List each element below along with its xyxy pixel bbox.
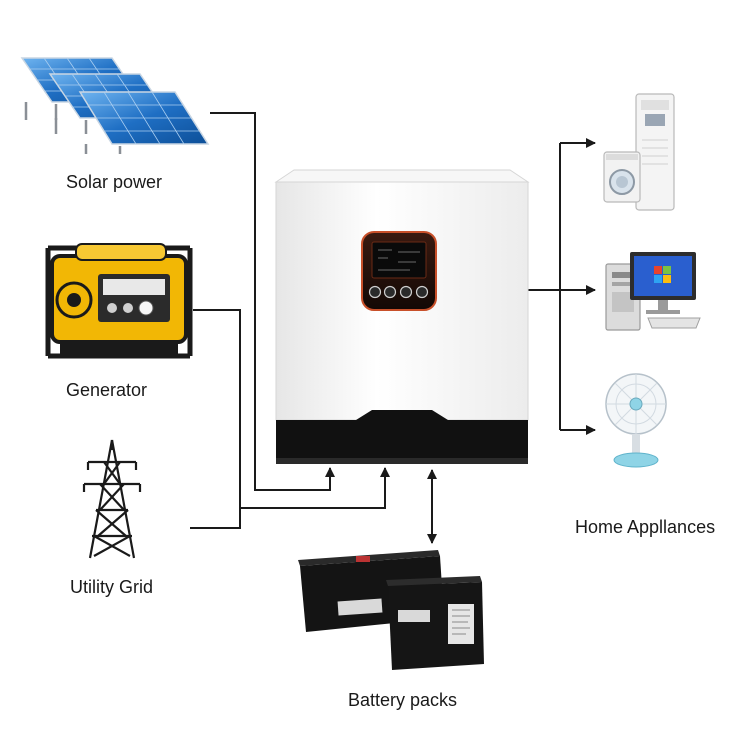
home-appliances-label: Home Appllances: [575, 517, 716, 537]
grid-connector: [190, 467, 390, 529]
electric-fan-icon: [605, 373, 667, 468]
connectors: [190, 112, 596, 544]
inverter-button-2: [383, 285, 397, 299]
generator-label: Generator: [66, 380, 148, 400]
solar-panel-icon: [20, 57, 210, 154]
inverter-lcd-screen: [371, 241, 427, 279]
inverter-button-3: [399, 285, 413, 299]
generator-icon: [45, 243, 193, 359]
battery-packs-label: Battery packs: [348, 690, 458, 710]
inverter-button-4: [415, 285, 429, 299]
utility-grid-label: Utility Grid: [70, 577, 154, 597]
transmission-tower-icon: [82, 439, 142, 559]
air-conditioner-washer-icon: [603, 93, 675, 211]
battery-pack-small: [386, 576, 484, 670]
desktop-computer-icon: [605, 252, 701, 331]
inverter-button-1: [368, 285, 382, 299]
battery-icon: [298, 550, 484, 670]
inverter-icon: [274, 169, 530, 464]
solar-power-label: Solar power: [66, 172, 163, 192]
generator-connector: [193, 309, 241, 528]
solar-connector: [210, 112, 335, 491]
